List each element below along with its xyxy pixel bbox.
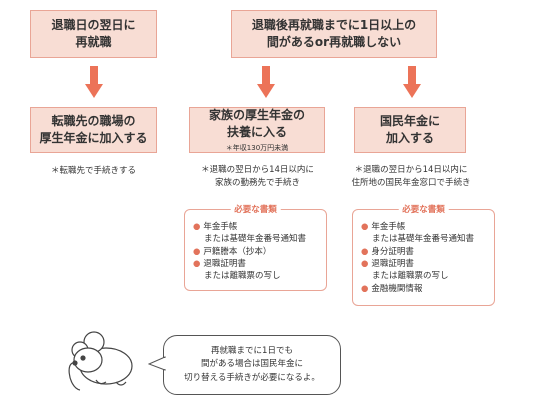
national-pension-line2: 加入する — [385, 131, 434, 145]
family-note: ＊退職の翌日から14日以内に 家族の勤務先で手続き — [180, 164, 335, 190]
bullet-icon: ● — [361, 258, 369, 269]
top-left-line1: 退職日の翌日に — [51, 17, 136, 32]
bullet-icon: ● — [361, 222, 369, 232]
family-docs-card: 必要な書類 ●年金手帳または基礎年金番号通知書●戸籍謄本（抄本）●退職証明書また… — [184, 203, 327, 291]
top-right-line2: 間があるor再就職しない — [266, 35, 402, 49]
speech-bubble: 再就職までに1日でも 間がある場合は国民年金に 切り替える手続きが必要になるよ。 — [163, 335, 341, 395]
doc-item: ●退職証明書 — [361, 258, 474, 270]
doc-item-text: または基礎年金番号通知書 — [204, 234, 307, 245]
workplace-pension-box: 転職先の職場の 厚生年金に加入する — [30, 107, 157, 153]
speech-line1: 再就職までに1日でも — [211, 346, 293, 357]
doc-item-text: 身分証明書 — [371, 246, 414, 257]
doc-item: ●身分証明書 — [361, 246, 474, 258]
income-limit-note: ＊年収130万円未満 — [225, 143, 289, 152]
doc-item-text: 退職証明書 — [371, 258, 414, 269]
doc-item-text: 年金手帳 — [203, 222, 238, 232]
family-dependent-line1: 家族の厚生年金の — [208, 108, 305, 123]
speech-line3: 切り替える手続きが必要になるよ。 — [184, 372, 320, 383]
national-note: ＊退職の翌日から14日以内に 住所地の国民年金窓口で手続き — [336, 164, 486, 190]
national-docs-title: 必要な書類 — [398, 203, 449, 215]
doc-item: ●金融機関情報 — [361, 283, 474, 295]
workplace-pension-line1: 転職先の職場の — [51, 113, 136, 128]
national-pension-box: 国民年金に 加入する — [354, 107, 466, 153]
doc-item: ●戸籍謄本（抄本） — [193, 246, 306, 258]
speech-bubble-tail — [148, 356, 166, 371]
doc-item: ●年金手帳 — [193, 221, 306, 233]
family-note-line1: ＊退職の翌日から14日以内に — [201, 165, 314, 175]
doc-item-text: または基礎年金番号通知書 — [372, 234, 475, 245]
national-docs-card: 必要な書類 ●年金手帳または基礎年金番号通知書●身分証明書●退職証明書または離職… — [352, 203, 495, 306]
doc-item-text: または離職票の写し — [204, 271, 281, 282]
bullet-icon: ● — [361, 283, 369, 294]
arrow-down-icon — [257, 66, 275, 98]
doc-item: または基礎年金番号通知書 — [193, 233, 306, 245]
national-note-line1: ＊退職の翌日から14日以内に — [354, 165, 468, 175]
family-docs-title: 必要な書類 — [230, 203, 281, 215]
family-dependent-line2: 扶養に入る — [226, 125, 287, 140]
bullet-icon: ● — [193, 222, 201, 232]
speech-line2: 間がある場合は国民年金に — [200, 359, 303, 370]
doc-item: または離職票の写し — [361, 270, 474, 282]
doc-item: または離職票の写し — [193, 270, 306, 282]
mouse-icon — [68, 331, 133, 391]
doc-item-text: 年金手帳 — [371, 222, 406, 232]
family-dependent-box: 家族の厚生年金の 扶養に入る ＊年収130万円未満 — [189, 107, 325, 153]
top-right-line1: 退職後再就職までに1日以上の — [251, 17, 417, 32]
national-pension-line1: 国民年金に — [379, 113, 440, 128]
family-docs-list: ●年金手帳または基礎年金番号通知書●戸籍謄本（抄本）●退職証明書または離職票の写… — [193, 221, 306, 283]
doc-item-text: または離職票の写し — [372, 271, 449, 282]
doc-item-text: 退職証明書 — [203, 258, 246, 269]
doc-item: ●年金手帳 — [361, 221, 474, 233]
bullet-icon: ● — [361, 246, 369, 257]
top-left-box: 退職日の翌日に 再就職 — [30, 10, 157, 58]
doc-item-text: 戸籍謄本（抄本） — [203, 246, 272, 257]
top-left-line2: 再就職 — [75, 35, 112, 49]
bullet-icon: ● — [193, 258, 201, 269]
doc-item: または基礎年金番号通知書 — [361, 233, 474, 245]
arrow-down-icon — [403, 66, 421, 98]
national-docs-list: ●年金手帳または基礎年金番号通知書●身分証明書●退職証明書または離職票の写し●金… — [361, 221, 474, 295]
bullet-icon: ● — [193, 246, 201, 257]
doc-item-text: 金融機関情報 — [371, 283, 423, 294]
workplace-pension-line2: 厚生年金に加入する — [39, 131, 148, 145]
arrow-down-icon — [85, 66, 103, 98]
top-right-box: 退職後再就職までに1日以上の 間があるor再就職しない — [231, 10, 437, 58]
doc-item: ●退職証明書 — [193, 258, 306, 270]
family-note-line2: 家族の勤務先で手続き — [214, 177, 300, 188]
workplace-note: ＊転職先で手続きする — [50, 166, 136, 176]
national-note-line2: 住所地の国民年金窓口で手続き — [351, 177, 471, 188]
